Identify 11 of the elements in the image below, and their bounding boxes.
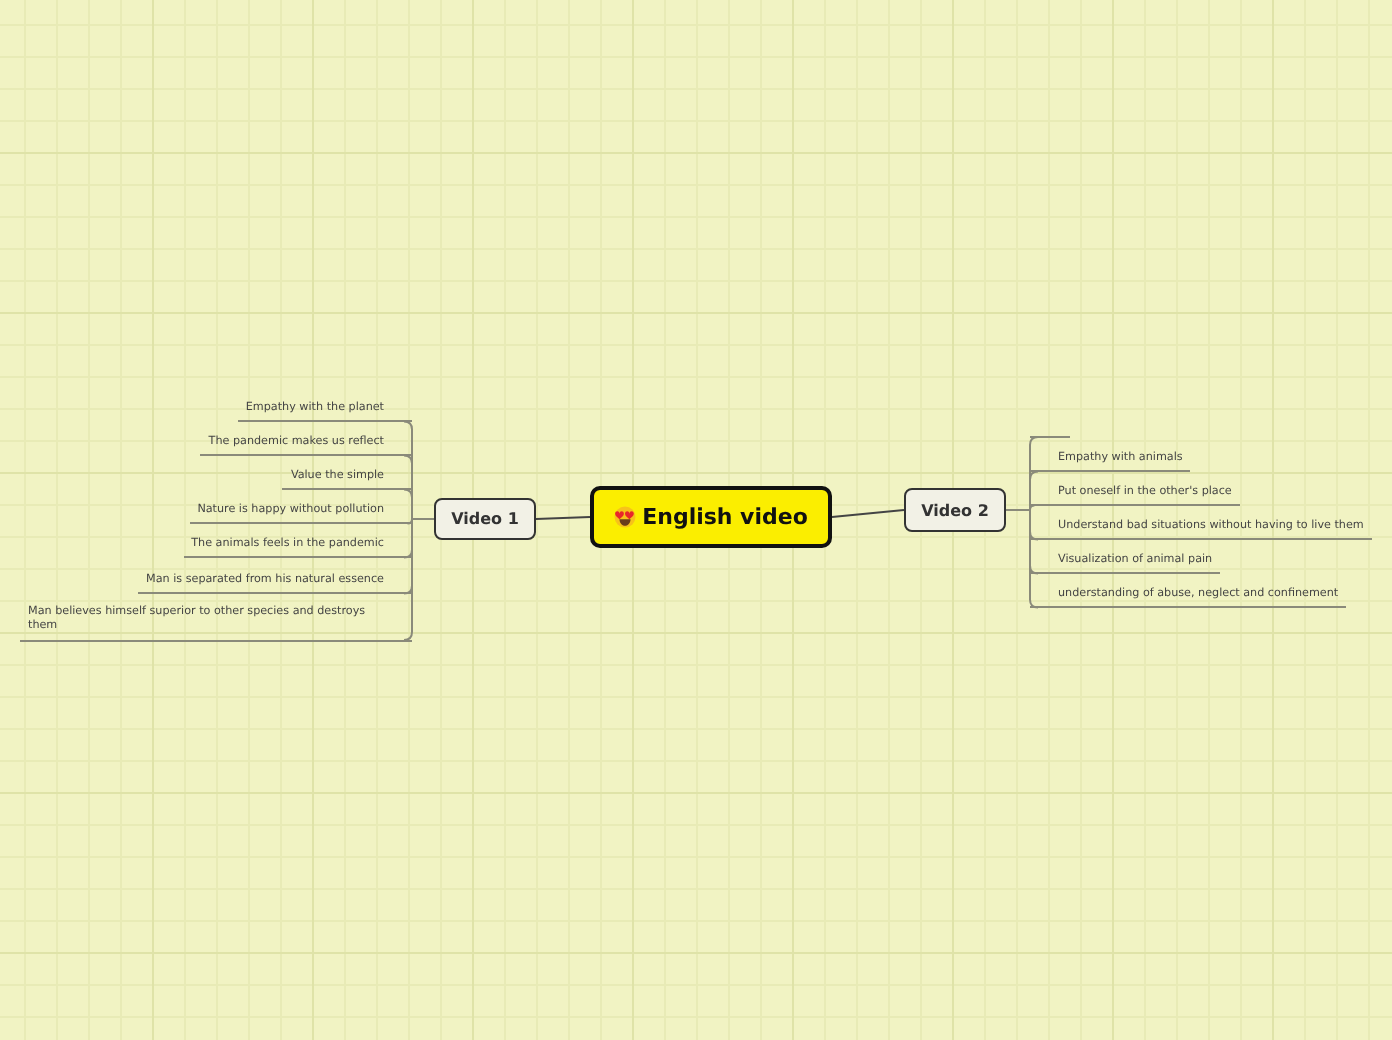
central-topic-box xyxy=(590,486,832,548)
topic-label: Video 1 xyxy=(451,510,519,528)
connector-line xyxy=(1005,509,1039,609)
empty-topic-line xyxy=(1030,436,1070,438)
connector-line xyxy=(403,518,435,642)
topic-box xyxy=(434,498,536,540)
topic-label: English video xyxy=(642,504,808,530)
connector-line xyxy=(831,509,905,518)
topic-label: Video 2 xyxy=(921,501,989,519)
connector-line xyxy=(535,516,591,520)
topic-box xyxy=(904,488,1006,532)
